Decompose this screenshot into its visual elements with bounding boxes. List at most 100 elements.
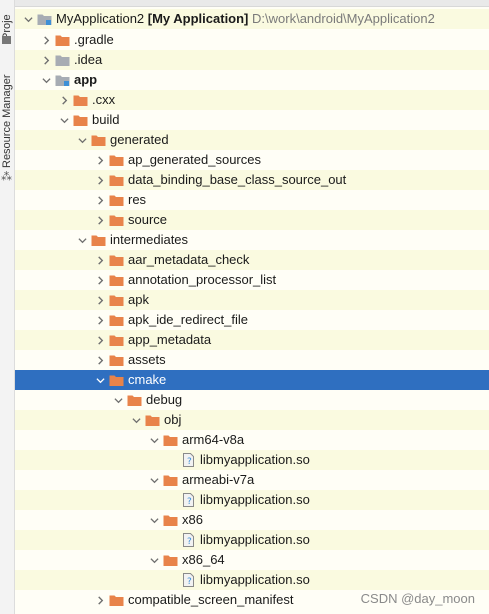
chevron-down-icon[interactable] <box>147 550 161 570</box>
folder-orange-icon <box>109 293 124 307</box>
tool-window-header <box>15 0 489 7</box>
tree-row[interactable]: x86 <box>15 510 489 530</box>
folder-orange-icon <box>109 273 124 287</box>
svg-text:?: ? <box>187 457 192 467</box>
chevron-right-icon[interactable] <box>93 210 107 230</box>
folder-orange-icon <box>109 333 124 347</box>
tree-row-label: obj <box>164 412 182 427</box>
tree-row[interactable]: intermediates <box>15 230 489 250</box>
tree-row-label: armeabi-v7a <box>182 472 255 487</box>
tree-row[interactable]: .cxx <box>15 90 489 110</box>
tree-row[interactable]: apk_ide_redirect_file <box>15 310 489 330</box>
unknown-file-icon: ? <box>181 453 196 467</box>
chevron-down-icon[interactable] <box>21 9 35 29</box>
tree-row[interactable]: x86_64 <box>15 550 489 570</box>
folder-orange-icon <box>109 593 124 607</box>
chevron-right-icon[interactable] <box>39 50 53 70</box>
folder-gray-icon <box>55 53 70 67</box>
folder-orange-icon <box>109 253 124 267</box>
tree-row[interactable]: data_binding_base_class_source_out <box>15 170 489 190</box>
tree-row-label: x86_64 <box>182 552 225 567</box>
chevron-right-icon[interactable] <box>93 270 107 290</box>
chevron-down-icon[interactable] <box>129 410 143 430</box>
tree-row[interactable]: build <box>15 110 489 130</box>
chevron-right-icon[interactable] <box>93 310 107 330</box>
tree-row[interactable]: ?libmyapplication.so <box>15 490 489 510</box>
chevron-down-icon[interactable] <box>147 510 161 530</box>
folder-orange-icon <box>91 133 106 147</box>
folder-orange-icon <box>73 93 88 107</box>
folder-orange-icon <box>127 393 142 407</box>
svg-text:?: ? <box>187 497 192 507</box>
tree-row[interactable]: arm64-v8a <box>15 430 489 450</box>
folder-orange-icon <box>109 353 124 367</box>
folder-orange-icon <box>109 173 124 187</box>
tree-row[interactable]: .idea <box>15 50 489 70</box>
folder-orange-icon <box>109 313 124 327</box>
folder-orange-icon <box>109 153 124 167</box>
chevron-down-icon[interactable] <box>147 470 161 490</box>
tree-row[interactable]: ? libmyapplication.so <box>15 530 489 550</box>
chevron-right-icon[interactable] <box>93 250 107 270</box>
folder-orange-icon <box>109 193 124 207</box>
project-tab-icon <box>2 36 11 44</box>
resource-manager-label: Resource Manager <box>1 74 13 168</box>
tree-row-label: ap_generated_sources <box>128 152 261 167</box>
tree-row[interactable]: annotation_processor_list <box>15 270 489 290</box>
tree-row[interactable]: armeabi-v7a <box>15 470 489 490</box>
chevron-down-icon[interactable] <box>39 70 53 90</box>
tree-row[interactable]: ? libmyapplication.so <box>15 450 489 470</box>
tree-row[interactable]: res <box>15 190 489 210</box>
tree-row[interactable]: ap_generated_sources <box>15 150 489 170</box>
chevron-right-icon[interactable] <box>93 290 107 310</box>
tree-row-label: .idea <box>74 52 103 67</box>
chevron-down-icon[interactable] <box>75 230 89 250</box>
tree-row-label: libmyapplication.so <box>200 452 310 467</box>
folder-orange-icon <box>109 373 124 387</box>
chevron-right-icon[interactable] <box>93 170 107 190</box>
tree-row[interactable]: source <box>15 210 489 230</box>
tree-row[interactable]: assets <box>15 350 489 370</box>
chevron-down-icon[interactable] <box>75 130 89 150</box>
chevron-right-icon[interactable] <box>57 90 71 110</box>
tree-row[interactable]: app_metadata <box>15 330 489 350</box>
chevron-down-icon[interactable] <box>93 370 107 390</box>
tree-row-label: libmyapplication.so <box>200 532 310 547</box>
tree-row-label: apk_ide_redirect_file <box>128 312 248 327</box>
root-module: [My Application] <box>144 11 249 26</box>
tree-row[interactable]: .gradle <box>15 30 489 50</box>
tree-row[interactable]: compatible_screen_manifest <box>15 590 489 610</box>
tree-row[interactable]: ? libmyapplication.so <box>15 570 489 590</box>
tree-row-label: compatible_screen_manifest <box>128 592 294 607</box>
project-tree[interactable]: MyApplication2 [My Application] D:\work\… <box>15 0 489 614</box>
module-folder-icon <box>37 12 52 26</box>
folder-orange-icon <box>163 473 178 487</box>
chevron-right-icon[interactable] <box>93 150 107 170</box>
tree-row[interactable]: apk <box>15 290 489 310</box>
chevron-down-icon[interactable] <box>147 430 161 450</box>
chevron-down-icon[interactable] <box>111 390 125 410</box>
tree-row[interactable]: debug <box>15 390 489 410</box>
unknown-file-icon: ? <box>181 573 196 587</box>
tree-row-label: .gradle <box>74 32 114 47</box>
tree-row-label: libmyapplication.so <box>200 572 310 587</box>
tree-row[interactable]: cmake <box>15 370 489 390</box>
tree-row-label: x86 <box>182 512 203 527</box>
tree-row[interactable]: obj <box>15 410 489 430</box>
unknown-file-icon: ? <box>181 493 196 507</box>
root-path: D:\work\android\MyApplication2 <box>248 11 435 26</box>
svg-text:?: ? <box>187 537 192 547</box>
chevron-right-icon[interactable] <box>93 330 107 350</box>
chevron-right-icon[interactable] <box>93 590 107 610</box>
resource-manager-tab[interactable]: Resource Manager <box>0 66 14 171</box>
tree-row[interactable]: generated <box>15 130 489 150</box>
tree-row[interactable]: aar_metadata_check <box>15 250 489 270</box>
tree-row-label: assets <box>128 352 166 367</box>
chevron-right-icon[interactable] <box>93 350 107 370</box>
chevron-right-icon[interactable] <box>39 30 53 50</box>
folder-orange-icon <box>91 233 106 247</box>
chevron-down-icon[interactable] <box>57 110 71 130</box>
tree-row[interactable]: app <box>15 70 489 90</box>
chevron-right-icon[interactable] <box>93 190 107 210</box>
tree-row[interactable]: MyApplication2 [My Application] D:\work\… <box>15 9 489 29</box>
